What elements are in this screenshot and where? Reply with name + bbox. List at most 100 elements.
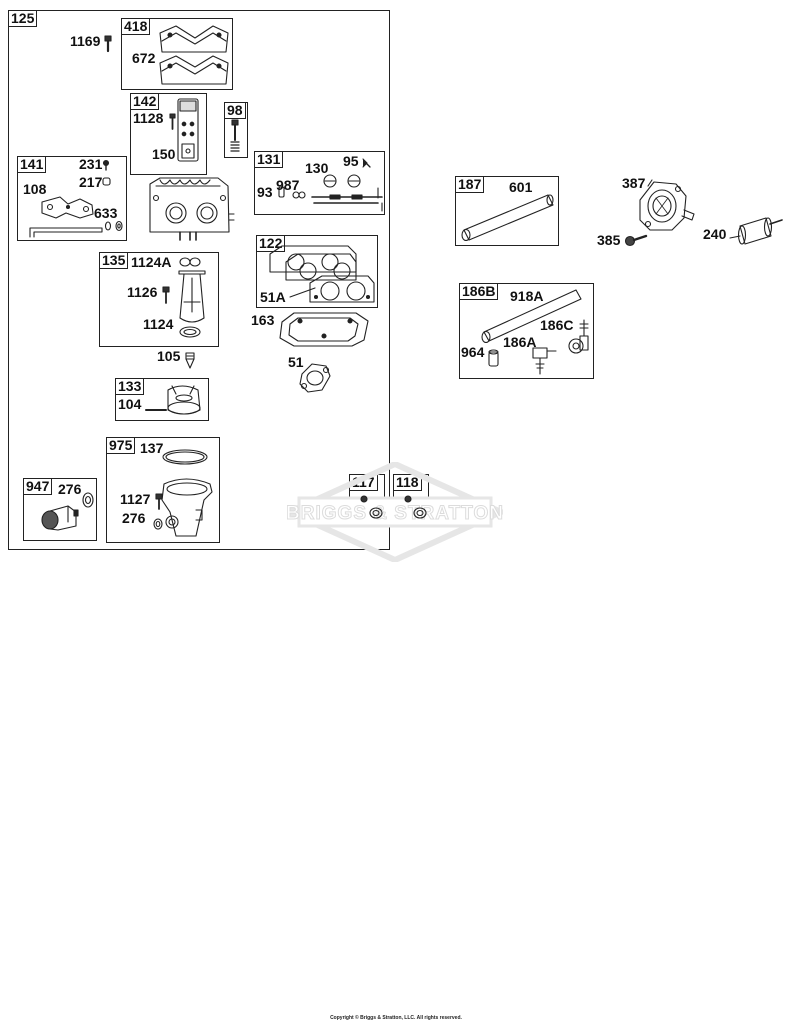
fuel-filter-240-icon[interactable] xyxy=(729,217,783,245)
assembly-125-box: 125 xyxy=(8,10,390,550)
callout-125[interactable]: 125 xyxy=(8,10,38,27)
label-163[interactable]: 163 xyxy=(251,312,275,328)
assembly-98-box: 98 xyxy=(224,102,248,158)
screw-95-icon[interactable] xyxy=(362,158,371,168)
callout-418[interactable]: 418 xyxy=(121,18,151,35)
fuel-solenoid-947-icon[interactable] xyxy=(41,505,79,531)
throttle-plates-130-icon[interactable] xyxy=(323,174,361,188)
label-137[interactable]: 137 xyxy=(140,440,164,456)
screw-1126-icon[interactable] xyxy=(162,286,170,304)
carburetor-body-icon[interactable] xyxy=(149,177,235,241)
label-1126[interactable]: 1126 xyxy=(127,284,158,300)
label-186C[interactable]: 186C xyxy=(540,317,574,333)
label-104[interactable]: 104 xyxy=(118,396,142,412)
bolt-98-icon[interactable] xyxy=(230,119,240,152)
assembly-122-box: 122 xyxy=(256,235,378,308)
label-231[interactable]: 231 xyxy=(79,156,103,172)
callout-133[interactable]: 133 xyxy=(115,378,145,395)
screw-1128-icon[interactable] xyxy=(169,113,176,130)
callout-98[interactable]: 98 xyxy=(224,102,246,119)
label-276-b[interactable]: 276 xyxy=(58,481,82,497)
washer-633-icon[interactable] xyxy=(104,220,123,232)
label-130[interactable]: 130 xyxy=(305,160,329,176)
screw-231-icon[interactable] xyxy=(102,159,110,171)
fuel-hose-601-icon[interactable] xyxy=(461,194,554,242)
gasket-set-122-icon[interactable] xyxy=(269,245,375,303)
seal-kit-117-icon[interactable] xyxy=(360,495,383,519)
briggs-stratton-watermark: BRIGGS & STRATTON xyxy=(287,462,503,562)
assembly-142-box: 142 xyxy=(130,93,207,175)
assembly-418-box: 418 xyxy=(121,18,233,90)
assembly-187-box: 187 xyxy=(455,176,559,246)
label-1127[interactable]: 1127 xyxy=(120,491,151,507)
label-385[interactable]: 385 xyxy=(597,232,621,248)
label-964[interactable]: 964 xyxy=(461,344,485,360)
plate-142-icon[interactable] xyxy=(177,98,199,162)
callout-142[interactable]: 142 xyxy=(130,93,160,110)
washer-987-icon[interactable] xyxy=(292,191,306,199)
callout-141[interactable]: 141 xyxy=(17,156,47,173)
callout-975[interactable]: 975 xyxy=(106,437,136,454)
label-918A[interactable]: 918A xyxy=(510,288,544,304)
label-105[interactable]: 105 xyxy=(157,348,181,364)
lever-plate-108-icon[interactable] xyxy=(29,196,103,238)
assembly-135-box: 135 xyxy=(99,252,219,347)
label-672[interactable]: 672 xyxy=(132,50,156,66)
label-276-a[interactable]: 276 xyxy=(122,510,146,526)
label-240[interactable]: 240 xyxy=(703,226,727,242)
screw-1169-icon[interactable] xyxy=(104,35,112,53)
fitting-186A-icon[interactable] xyxy=(532,347,557,375)
needle-105-icon[interactable] xyxy=(185,352,195,369)
label-601[interactable]: 601 xyxy=(509,179,533,195)
screw-385-icon[interactable] xyxy=(624,234,648,247)
label-987[interactable]: 987 xyxy=(276,177,300,193)
assembly-186B-box: 186B xyxy=(459,283,594,379)
callout-187[interactable]: 187 xyxy=(455,176,485,193)
throttle-shafts-icon[interactable] xyxy=(311,187,383,212)
air-filter-pads-icon[interactable] xyxy=(159,25,229,85)
label-150[interactable]: 150 xyxy=(152,146,176,162)
screw-1127-icon[interactable] xyxy=(155,493,163,510)
label-93[interactable]: 93 xyxy=(257,184,273,200)
callout-131[interactable]: 131 xyxy=(254,151,284,168)
label-51A[interactable]: 51A xyxy=(260,289,286,305)
seal-kit-118-icon[interactable] xyxy=(404,495,427,519)
callout-122[interactable]: 122 xyxy=(256,235,286,252)
seal-93-icon[interactable] xyxy=(278,186,285,198)
label-108[interactable]: 108 xyxy=(23,181,47,197)
label-1124[interactable]: 1124 xyxy=(143,316,174,332)
label-51[interactable]: 51 xyxy=(288,354,304,370)
float-1124A-icon[interactable] xyxy=(178,257,206,323)
washer-276-a-icon[interactable] xyxy=(153,518,163,530)
fuel-bowl-975-icon[interactable] xyxy=(161,478,213,537)
callout-135[interactable]: 135 xyxy=(99,252,129,269)
spacer-964-icon[interactable] xyxy=(488,349,499,367)
copyright-footer: Copyright © Briggs & Stratton, LLC. All … xyxy=(330,1015,462,1021)
assembly-947-box: 947 xyxy=(23,478,97,541)
label-387[interactable]: 387 xyxy=(622,175,646,191)
label-95[interactable]: 95 xyxy=(343,153,359,169)
label-633[interactable]: 633 xyxy=(94,205,118,221)
clip-217-icon[interactable] xyxy=(102,177,111,186)
label-1128[interactable]: 1128 xyxy=(133,110,164,126)
o-ring-1124-icon[interactable] xyxy=(179,326,201,338)
assembly-131-box: 131 xyxy=(254,151,385,215)
label-1124A[interactable]: 1124A xyxy=(131,254,172,270)
gasket-51-icon[interactable] xyxy=(299,363,331,393)
washer-276-b-icon[interactable] xyxy=(82,492,94,508)
assembly-133-box: 133 xyxy=(115,378,209,421)
label-186A[interactable]: 186A xyxy=(503,334,537,350)
callout-186B[interactable]: 186B xyxy=(459,283,499,300)
gasket-163-icon[interactable] xyxy=(279,312,369,347)
callout-947[interactable]: 947 xyxy=(23,478,53,495)
callout-118[interactable]: 118 xyxy=(393,474,422,491)
float-bowl-133-icon[interactable] xyxy=(167,385,201,415)
assembly-975-box: 975 xyxy=(106,437,220,543)
o-ring-137-icon[interactable] xyxy=(162,449,208,465)
label-217[interactable]: 217 xyxy=(79,174,103,190)
fuel-pump-387-icon[interactable] xyxy=(639,179,695,231)
watermark-text: BRIGGS & STRATTON xyxy=(287,503,503,524)
shutoff-valve-186C-icon[interactable] xyxy=(568,319,589,354)
label-1169[interactable]: 1169 xyxy=(70,33,101,49)
fuel-hose-918A-icon[interactable] xyxy=(481,289,582,344)
